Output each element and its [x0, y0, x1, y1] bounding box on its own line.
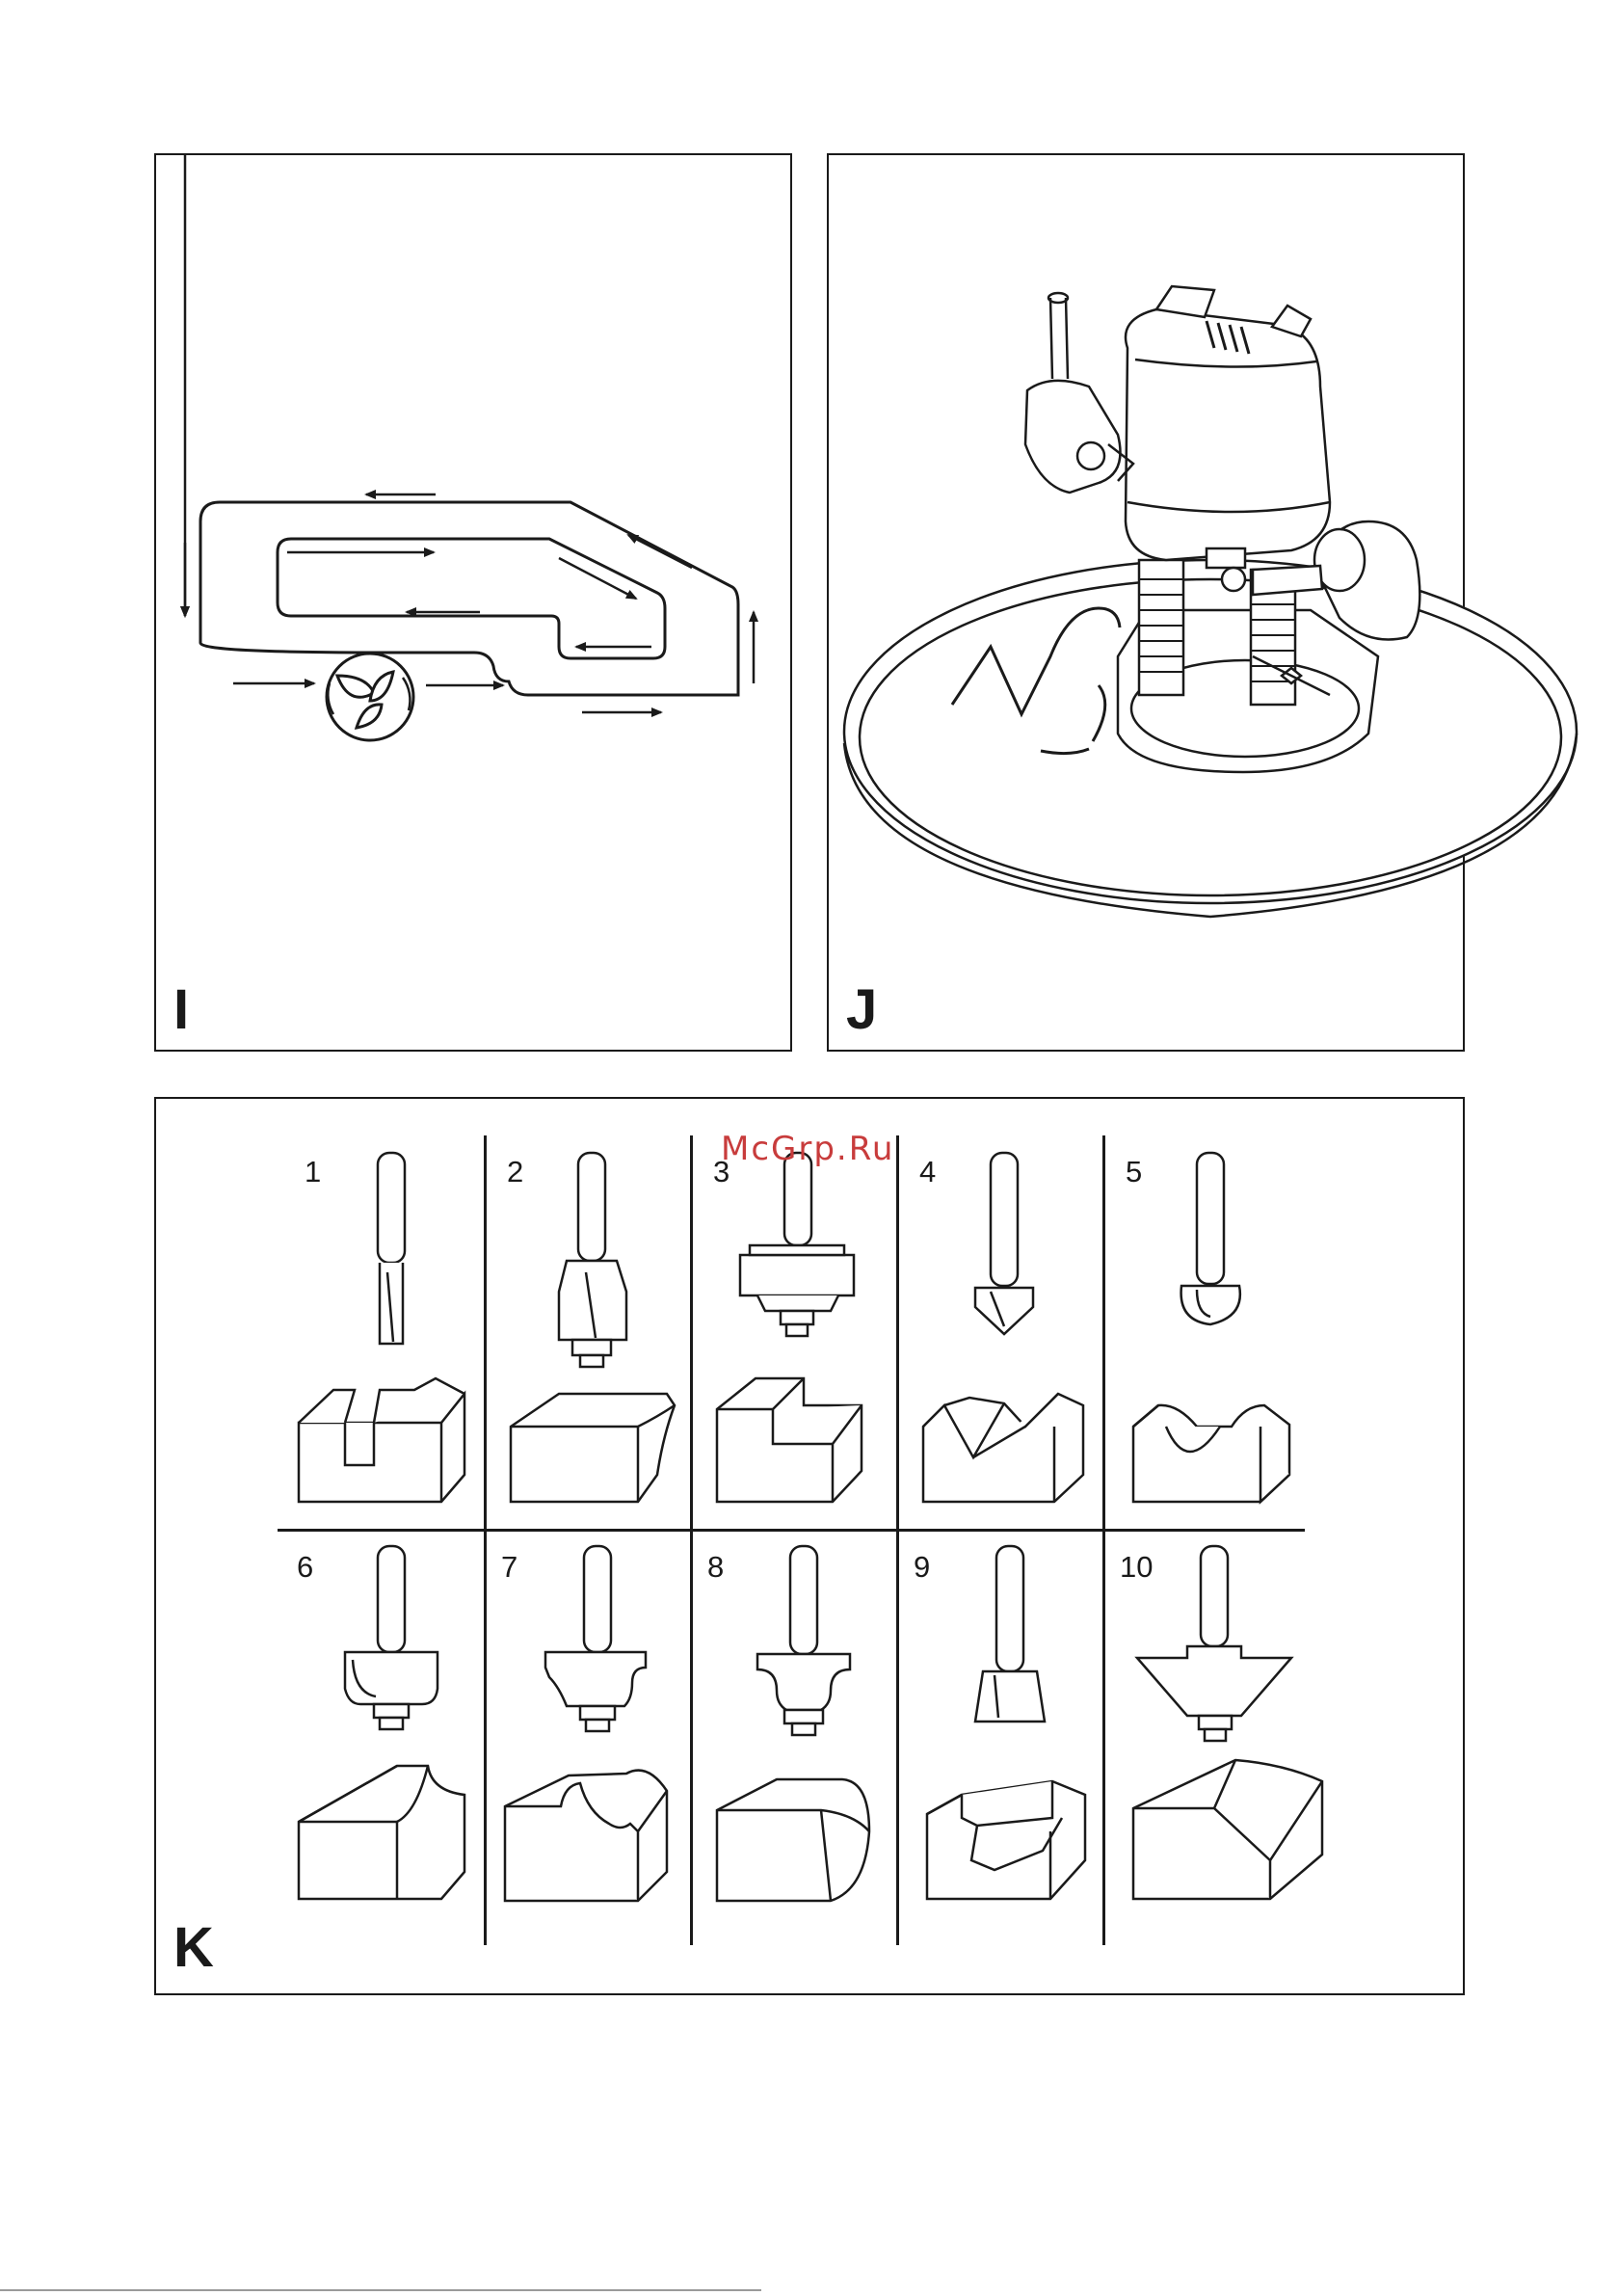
profile-1-groove: [299, 1378, 464, 1502]
dust-extraction-port: [1025, 293, 1133, 493]
figure-j-panel: J: [827, 153, 1465, 1052]
inner-cut-path: [278, 539, 665, 658]
page-bottom-rule: [0, 2289, 761, 2291]
router-circle-cutting-illustration: [829, 155, 1467, 1054]
figure-k-panel: 1 2 3 4 5 6 7 8 9 10: [154, 1097, 1465, 1995]
bit-1-straight: [378, 1153, 405, 1344]
bit-8-round-over: [757, 1546, 850, 1735]
figure-label-j: J: [846, 982, 877, 1038]
figure-label-i: I: [173, 982, 189, 1038]
router-bits-illustrations: [156, 1099, 1467, 1997]
router-motor-housing: [1126, 309, 1330, 560]
direction-arrows: [185, 155, 754, 712]
profile-7-ogee: [505, 1771, 667, 1901]
profile-3-rebate: [717, 1378, 862, 1502]
figure-label-k: K: [173, 1920, 214, 1976]
profile-8-round-over: [717, 1779, 869, 1901]
router-bit-top-view: [327, 654, 413, 740]
profile-4-v-groove: [923, 1394, 1083, 1502]
watermark-text: McGrp.Ru: [721, 1130, 894, 1168]
bit-5-core-box: [1181, 1153, 1240, 1324]
profile-6-cove: [299, 1766, 464, 1899]
outer-cut-path: [200, 502, 738, 695]
bit-3-rebate: [740, 1153, 854, 1336]
profile-9-dovetail: [927, 1781, 1085, 1899]
bit-9-dovetail: [975, 1546, 1045, 1722]
profile-5-cove: [1133, 1405, 1289, 1502]
profile-2-flush-edge: [511, 1394, 675, 1502]
bit-7-ogee: [545, 1546, 646, 1731]
profile-10-chamfer: [1133, 1760, 1322, 1899]
bit-2-flush-trim: [559, 1153, 626, 1367]
routing-path-diagram: [156, 155, 794, 1054]
bit-10-chamfer: [1137, 1546, 1291, 1741]
bit-6-cove: [345, 1546, 438, 1729]
bit-4-v-groove: [975, 1153, 1033, 1334]
figure-i-panel: I: [154, 153, 792, 1052]
